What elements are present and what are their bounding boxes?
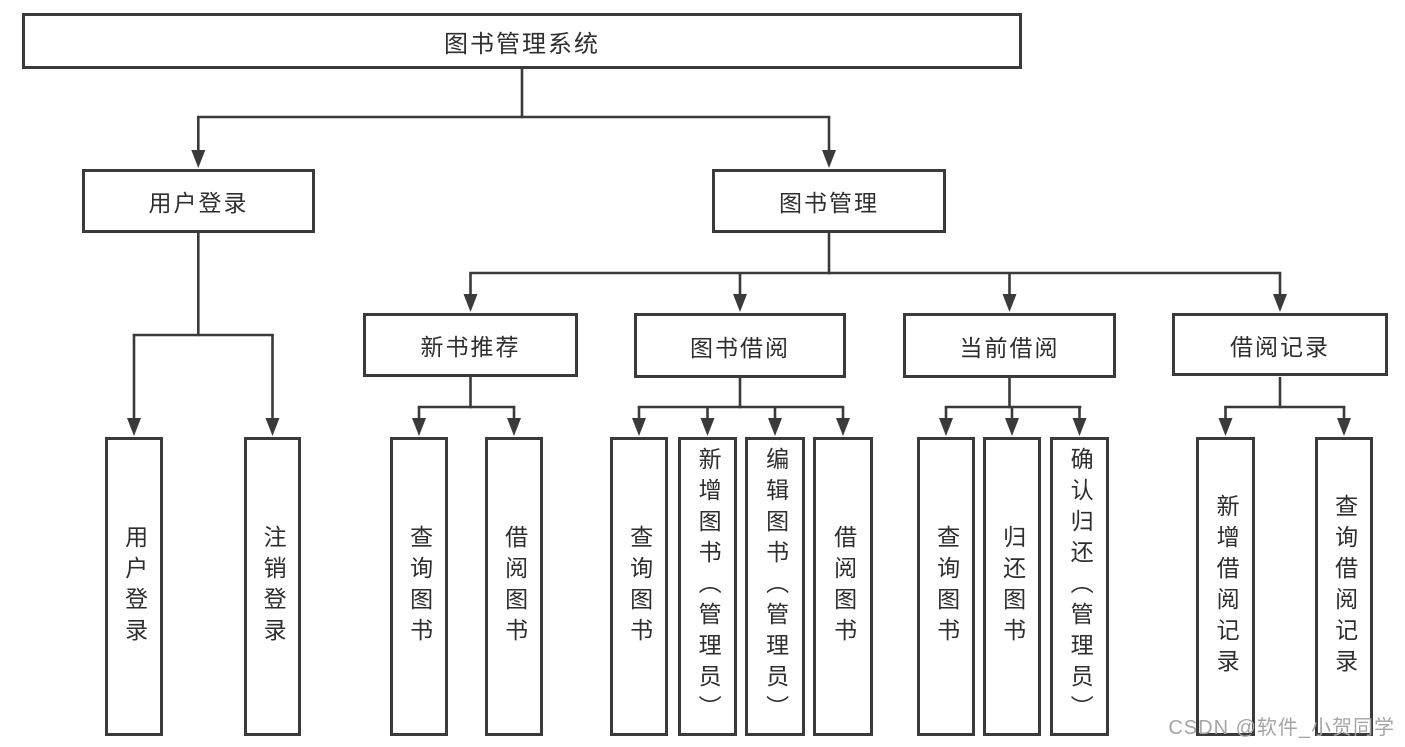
connector-arrowhead: [412, 418, 426, 436]
node-leaf-borrow-books-recommend: 借阅图书: [485, 437, 543, 736]
connector-arrowhead: [1273, 294, 1287, 312]
connector-arrowhead: [507, 418, 521, 436]
node-leaf-edit-book-admin: 编辑图书（管理员）: [745, 437, 805, 736]
node-leaf-query-borrow-record: 查询借阅记录: [1315, 437, 1373, 736]
connector-arrowhead: [768, 418, 782, 436]
connector-arrowhead: [939, 418, 953, 436]
connector-arrowhead: [265, 418, 280, 436]
node-book-management: 图书管理: [712, 169, 946, 233]
node-leaf-return-books: 归还图书: [983, 437, 1041, 736]
connector-arrowhead: [733, 294, 747, 312]
node-leaf-query-books-current: 查询图书: [917, 437, 975, 736]
node-leaf-logout: 注销登录: [244, 437, 301, 736]
node-user-login: 用户登录: [82, 169, 315, 233]
node-leaf-query-books-recommend: 查询图书: [390, 437, 448, 736]
node-borrowing-records: 借阅记录: [1172, 313, 1388, 376]
node-leaf-user-login: 用户登录: [105, 437, 163, 736]
connector-arrowhead: [1218, 418, 1233, 436]
connector-arrowhead: [1337, 418, 1351, 436]
connector-arrowhead: [836, 418, 850, 436]
connector-arrowhead: [1002, 294, 1017, 312]
node-leaf-query-books-borrowing: 查询图书: [610, 437, 668, 736]
node-library-system: 图书管理系统: [22, 13, 1022, 69]
node-leaf-confirm-return-admin: 确认归还（管理员）: [1050, 437, 1109, 736]
connector-arrowhead: [191, 150, 206, 168]
connector-arrowhead: [1005, 418, 1019, 436]
node-book-borrowing: 图书借阅: [634, 313, 846, 378]
node-leaf-add-book-admin: 新增图书（管理员）: [678, 437, 737, 736]
watermark: CSDN @软件_小贺同学: [1168, 717, 1395, 739]
connector-arrowhead: [700, 418, 715, 436]
connector-arrowhead: [127, 418, 141, 436]
connector-arrowhead: [822, 150, 836, 168]
node-current-borrowing: 当前借阅: [903, 313, 1116, 378]
connector-arrowhead: [463, 294, 478, 312]
connector-arrowhead: [632, 418, 646, 436]
node-leaf-borrow-books-borrowing: 借阅图书: [813, 437, 873, 736]
node-leaf-add-borrow-record: 新增借阅记录: [1196, 437, 1255, 736]
node-new-book-recommend: 新书推荐: [363, 313, 578, 377]
connector-arrowhead: [1072, 418, 1087, 436]
